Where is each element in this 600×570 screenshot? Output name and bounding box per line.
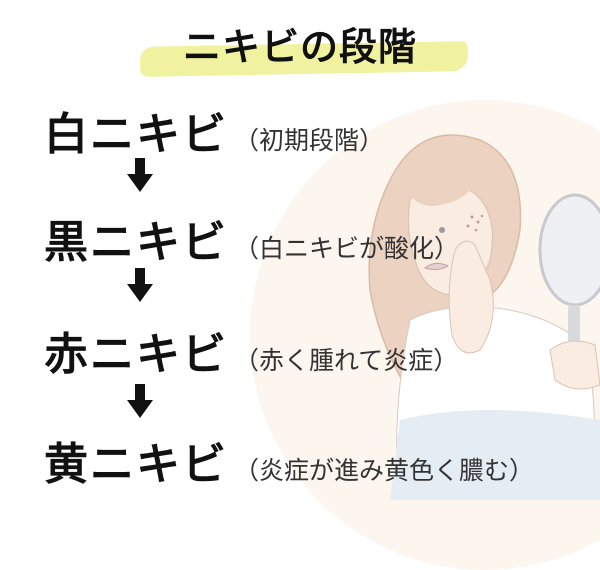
down-arrow-icon: [127, 158, 153, 192]
stage-black-acne: 黒ニキビ （白ニキビが酸化）: [44, 206, 459, 270]
stage-description: （赤く腫れて炎症）: [234, 346, 459, 375]
stage-name: 黒ニキビ: [44, 217, 228, 268]
stage-name: 白ニキビ: [44, 109, 228, 160]
stage-description: （炎症が進み黄色く膿む）: [234, 456, 535, 485]
stage-name: 赤ニキビ: [44, 329, 228, 380]
stage-yellow-acne: 黄ニキビ （炎症が進み黄色く膿む）: [44, 428, 534, 492]
title-banner: ニキビの段階: [130, 14, 470, 77]
stage-white-acne: 白ニキビ （初期段階）: [44, 98, 384, 162]
page-title: ニキビの段階: [182, 25, 417, 69]
down-arrow-icon: [127, 268, 153, 302]
stage-red-acne: 赤ニキビ （赤く腫れて炎症）: [44, 318, 458, 382]
woman-with-mirror-illustration: [368, 134, 600, 500]
stage-description: （白ニキビが酸化）: [234, 234, 460, 263]
down-arrow-icon: [127, 384, 153, 418]
stage-name: 黄ニキビ: [44, 439, 228, 490]
stage-description: （初期段階）: [234, 126, 385, 155]
